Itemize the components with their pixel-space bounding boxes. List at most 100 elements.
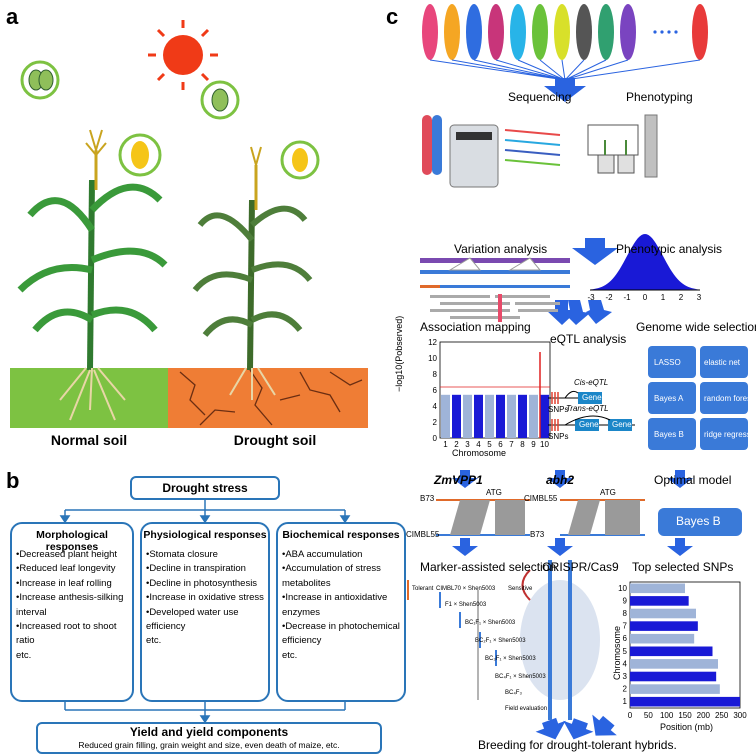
snp-bar-8 [630,608,696,619]
assoc-ylabel: −log10(Pobserved) [394,315,404,392]
list-item: •Accumulation of stress metabolites [282,563,381,589]
assoc-tick-4: 4 [476,440,481,449]
biochemical-title: Biochemical responses [282,529,400,541]
list-item: •Decline in transpiration [146,563,246,575]
assoc-bar-8 [518,394,527,438]
list-item: •Decrease in photochemical efficiency [282,621,400,647]
snp-ylabel: Chromosome [612,625,622,680]
assoc-bar-2 [452,394,461,438]
snp-ytick-8: 8 [623,609,628,618]
mas-bc1: BC₁F₁ × Shen5003 [465,620,516,626]
phenotypic-analysis-label: Phenotypic analysis [616,242,723,256]
physiological-title: Physiological responses [143,529,267,541]
gene-diagrams [436,499,742,536]
mas-bc2: BC₂F₁ × Shen5003 [475,638,526,644]
snps-label-2: SNPs [548,432,569,441]
phenotyping-label: Phenotyping [626,90,693,104]
assoc-bar-4 [474,394,483,438]
breeding-label: Breeding for drought-tolerant hybrids. [478,738,677,752]
snp-xtick: 200 [697,711,711,720]
mas-bc4: BC₄F₁ × Shen5003 [495,674,546,680]
assoc-tick-2: 2 [454,440,459,449]
atg-label-2: ATG [600,488,616,497]
normal-soil [10,368,168,428]
morphological-title: Morphological responses [36,529,108,553]
snp-ytick-2: 2 [623,685,628,694]
assoc-bar-6 [496,394,505,438]
model-ridge-regression: ridge regression [704,430,756,439]
snp-ytick-9: 9 [623,596,628,605]
snp-ytick-4: 4 [623,659,628,668]
snp-bar-6 [630,633,695,644]
eqtl-illustration [548,390,635,431]
biochemical-box: Biochemical responses •ABA accumulation … [276,522,406,702]
mas-bc3: BC₃F₁ × Shen5003 [485,656,536,662]
snp-xtick: 50 [644,711,653,720]
assoc-bar-7 [507,394,516,438]
assoc-bar-3 [463,394,472,438]
b73-label-1: B73 [420,494,435,503]
mas-bc4f3: BC₄F₃ [505,690,522,696]
pheno-xtick: 3 [697,293,702,302]
variation-analysis-illustration [420,257,570,322]
list-item: etc. [16,649,32,661]
assoc-tick-5: 5 [487,440,492,449]
snp-bar-4 [630,659,718,669]
snp-ytick-1: 1 [623,697,628,706]
gene-label-1: Gene [582,393,602,402]
morphological-box: Morphological responses •Decreased plant… [10,522,134,702]
drought-soil-label: Drought soil [233,432,317,448]
b73-label-2: B73 [530,530,545,539]
snp-xtick: 250 [715,711,729,720]
gene-label-2: Gene [579,420,599,429]
optimal-model-label: Optimal model [654,473,732,487]
mas-field: Field evaluation [505,706,548,712]
pheno-xtick: 0 [643,293,648,302]
assoc-ytick: 0 [433,434,438,443]
model-bayes-a: Bayes A [654,394,684,403]
association-mapping-label: Association mapping [420,320,531,334]
marker-assisted-label: Marker-assisted selection [420,560,557,574]
assoc-xlabel: Chromosome [452,448,507,458]
pheno-xtick: -1 [623,293,631,302]
list-item: •Increase in oxidative stress [146,592,264,604]
list-item: •Developed water use efficiency [146,606,239,633]
maize-ears-row [422,4,708,60]
list-item: etc. [282,649,298,661]
drought-stress-title: Drought stress [162,481,248,495]
snp-xtick: 150 [678,711,692,720]
assoc-bar-9 [529,394,538,438]
assoc-bar-5 [485,394,494,438]
genome-wide-selection-label: Genome wide selection [636,320,756,334]
assoc-bar-1 [441,394,450,438]
snp-ytick-6: 6 [623,634,628,643]
snp-bar-5 [630,646,713,657]
assoc-tick-10: 10 [540,440,549,449]
assoc-tick-7: 7 [509,440,514,449]
list-item: •Decline in photosynthesis [146,577,258,589]
assoc-tick-9: 9 [531,440,536,449]
trans-eqtl-label: Trans-eQTL [566,404,609,413]
sequencing-label: Sequencing [508,90,572,104]
assoc-ytick: 8 [433,370,438,379]
gene-label-3: Gene [612,420,632,429]
snps-label-1: SNPs [548,405,569,414]
pheno-xtick: 1 [661,293,666,302]
crispr-illustration [520,560,600,720]
assoc-tick-6: 6 [498,440,503,449]
mas-tolerant: Tolerant [412,586,434,592]
snp-xtick: 300 [733,711,747,720]
assoc-tick-3: 3 [465,440,470,449]
top-snps-label: Top selected SNPs [632,560,734,574]
assoc-ytick: 12 [428,338,437,347]
pheno-xtick: -2 [605,293,613,302]
assoc-tick-1: 1 [443,440,448,449]
list-item: •Increase in antioxidative enzymes [282,592,388,618]
snp-bar-2 [630,684,720,694]
list-item: •Increase anthesis-silking interval [16,592,124,618]
snp-ytick-7: 7 [623,622,628,631]
assoc-ytick: 6 [433,386,438,395]
sun-icon [148,20,218,90]
yield-box: Yield and yield components Reduced grain… [36,722,382,754]
